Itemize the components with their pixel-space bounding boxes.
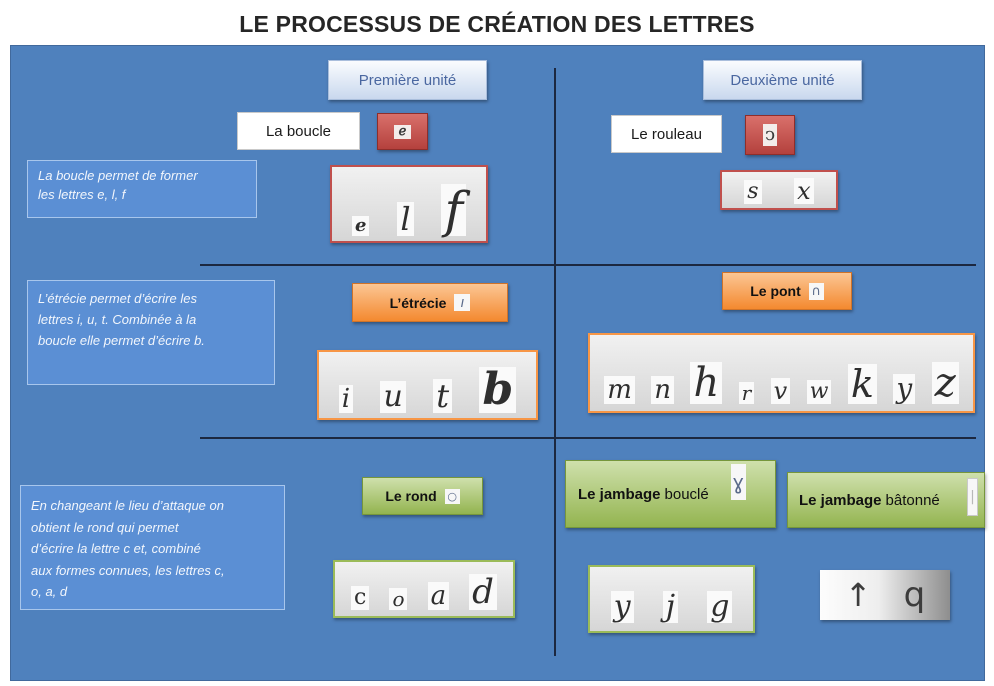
loop-stroke-icon: ℯ <box>394 124 411 139</box>
pont-button: Le pont ∩ <box>722 272 852 310</box>
jambage-boucle-letters-card: y j g <box>588 565 755 633</box>
letter-glyph: i <box>338 385 354 413</box>
letter-glyph: ↑ <box>844 576 872 614</box>
rond-label: Le rond <box>385 488 437 504</box>
letter-glyph: n <box>651 376 675 404</box>
rouleau-stroke-box: ↄ <box>745 115 795 155</box>
rond-button: Le rond ○ <box>362 477 483 515</box>
straight-descender-icon: | <box>967 478 978 516</box>
bridge-stroke-icon: ∩ <box>808 282 824 300</box>
description-line: L’étrécie permet d’écrire les <box>38 291 197 306</box>
letter-glyph: e <box>351 216 370 236</box>
boucle-description: La boucle permet de former les lettres e… <box>27 160 257 218</box>
letter-glyph: c <box>351 586 370 610</box>
letter-glyph: b <box>479 367 517 413</box>
letter-glyph: d <box>469 574 497 610</box>
letter-glyph: f <box>441 184 466 236</box>
letter-glyph: h <box>690 362 723 404</box>
jambage-batonne-button: Le jambage bâtonné | <box>787 472 985 528</box>
pont-label: Le pont <box>750 283 801 299</box>
letter-glyph: u <box>380 381 406 413</box>
description-line: les lettres e, l, f <box>38 187 126 202</box>
boucle-stroke-box: ℯ <box>377 113 428 150</box>
letter-glyph: w <box>806 380 832 404</box>
jambage-boucle-label-rest: bouclé <box>664 485 709 503</box>
jambage-batonne-label-rest: bâtonné <box>885 491 940 509</box>
letter-glyph: o <box>389 588 408 610</box>
jambage-batonne-label-bold: Le jambage <box>799 491 882 509</box>
description-line: lettres i, u, t. Combinée à la <box>38 312 197 327</box>
second-unit-header: Deuxième unité <box>703 60 862 100</box>
letter-glyph: v <box>770 378 791 404</box>
letter-glyph: m <box>604 376 635 404</box>
horizontal-divider-upper <box>200 264 976 266</box>
boucle-label: La boucle <box>237 112 360 150</box>
letter-glyph: g <box>707 591 733 623</box>
description-line: aux formes connues, les lettres c, <box>31 562 225 578</box>
narrow-stroke-icon: ı <box>454 294 471 311</box>
circle-stroke-icon: ○ <box>444 488 460 504</box>
pont-letters-card: m n h r v w k y z <box>588 333 975 413</box>
description-line: obtient le rond qui permet <box>31 519 179 535</box>
description-line: d’écrire la lettre c et, combiné <box>31 541 201 556</box>
jambage-boucle-label-bold: Le jambage <box>578 485 661 503</box>
boucle-letters-card: e l f <box>330 165 488 243</box>
rond-description: En changeant le lieu d’attaque on obtien… <box>20 485 285 610</box>
description-line: o, a, d <box>31 584 68 599</box>
jambage-batonne-letters-card: ↑ q <box>820 570 950 620</box>
letter-glyph: y <box>610 591 634 623</box>
etrecie-description: L’étrécie permet d’écrire les lettres i,… <box>27 280 275 385</box>
roll-stroke-icon: ↄ <box>763 124 777 146</box>
horizontal-divider-lower <box>200 437 976 439</box>
letter-glyph: s <box>744 180 762 204</box>
letter-glyph: l <box>397 202 414 236</box>
letter-glyph: y <box>893 374 916 404</box>
looped-descender-icon: ɣ <box>730 464 746 500</box>
jambage-boucle-button: Le jambage bouclé ɣ <box>565 460 776 528</box>
letter-glyph: t <box>433 379 453 413</box>
letter-glyph: r <box>738 382 755 404</box>
letter-glyph: z <box>931 362 959 404</box>
description-line: En changeant le lieu d’attaque on <box>31 498 224 513</box>
description-line: boucle elle permet d’écrire b. <box>38 333 205 348</box>
diagram-title: LE PROCESSUS DE CRÉATION DES LETTRES <box>239 11 755 37</box>
rouleau-label: Le rouleau <box>611 115 722 153</box>
letter-glyph: a <box>427 582 450 610</box>
rond-letters-card: c o a d <box>333 560 515 618</box>
rouleau-letters-card: s x <box>720 170 838 210</box>
letter-glyph: q <box>903 575 926 615</box>
first-unit-header: Première unité <box>328 60 487 100</box>
vertical-divider <box>554 68 556 656</box>
etrecie-label: L’étrécie <box>389 294 447 311</box>
letter-glyph: k <box>847 364 877 404</box>
etrecie-letters-card: i u t b <box>317 350 538 420</box>
letter-glyph: x <box>794 178 814 204</box>
letter-glyph: j <box>662 591 679 623</box>
description-line: La boucle permet de former <box>38 168 198 183</box>
etrecie-button: L’étrécie ı <box>352 283 508 322</box>
